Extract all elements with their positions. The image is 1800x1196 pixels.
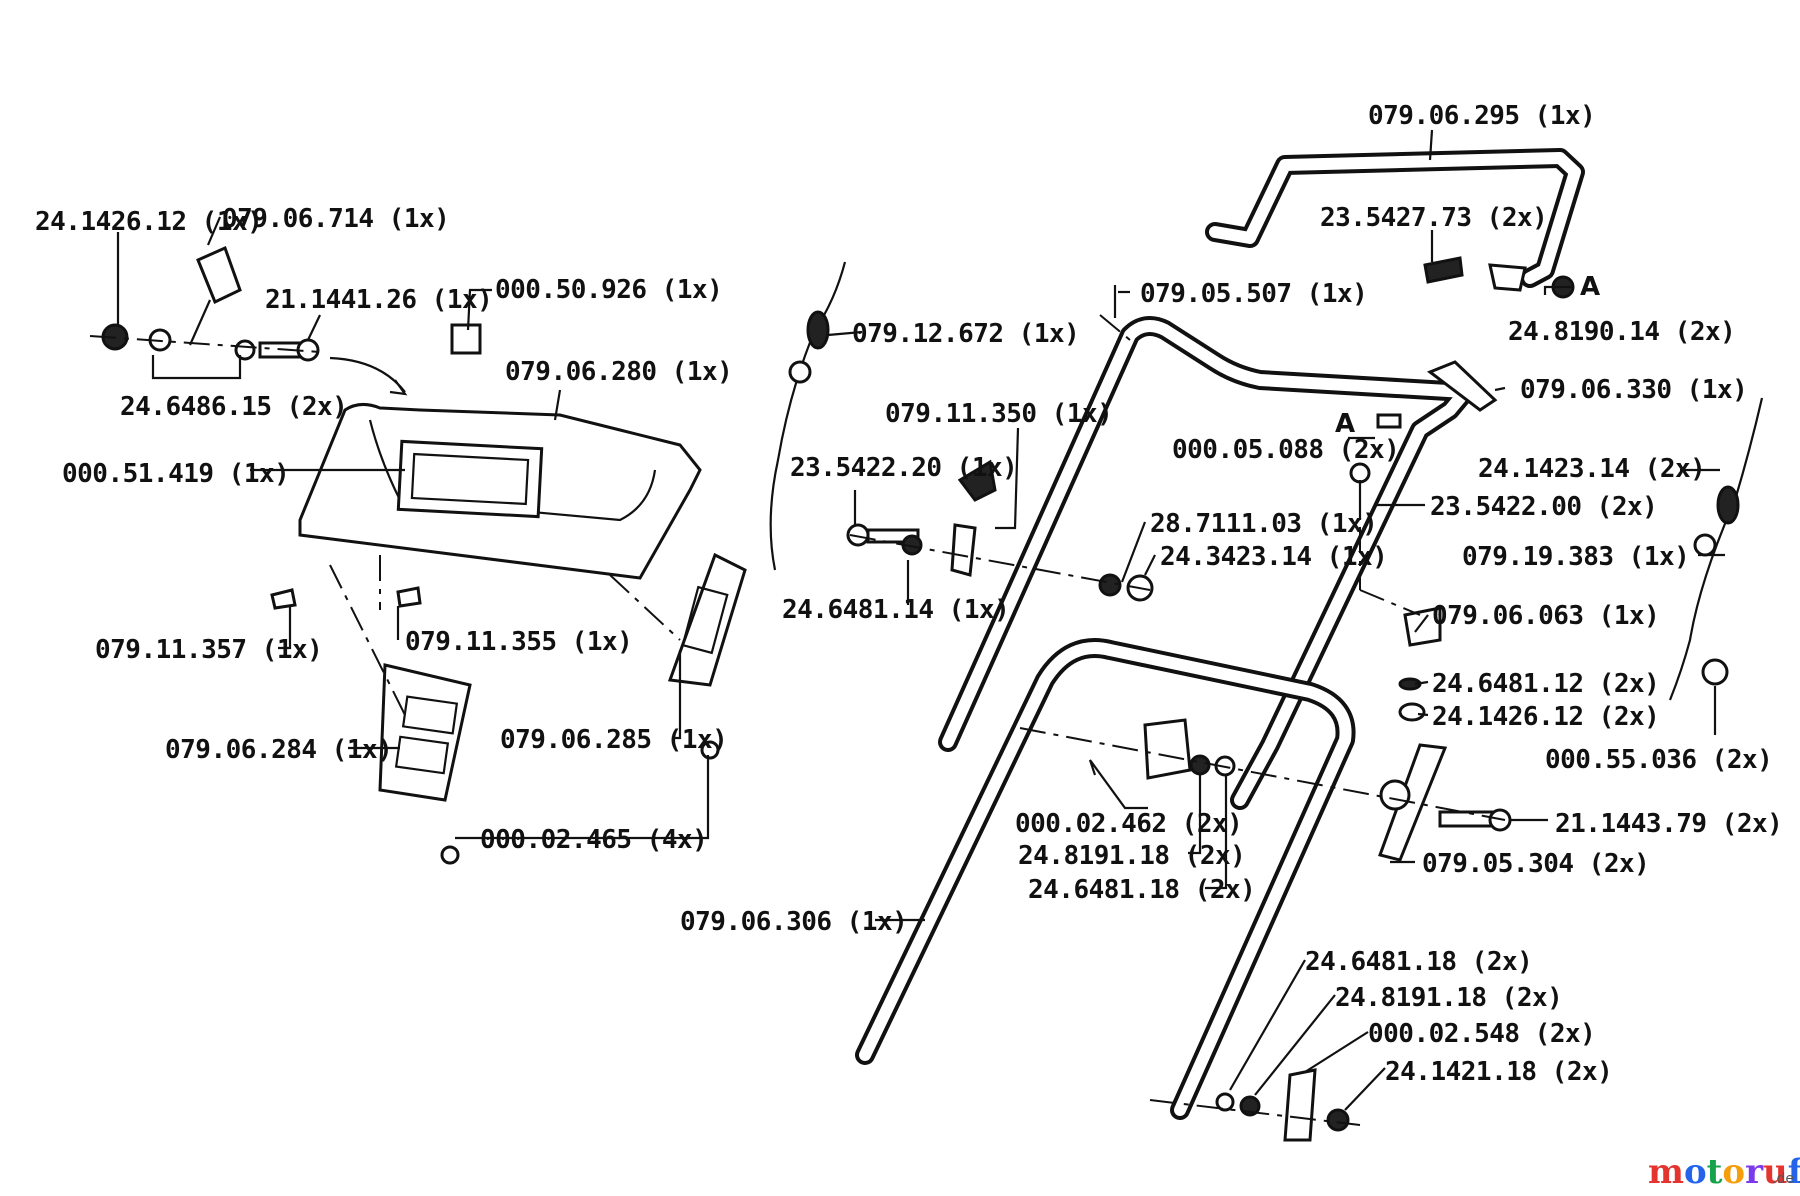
part-label: 079.06.285 (1x) xyxy=(500,725,727,755)
part-label: 24.6481.12 (2x) xyxy=(1432,669,1659,699)
part-label: 24.6486.15 (2x) xyxy=(120,392,347,422)
upper-handle-frame xyxy=(938,316,1498,810)
part-label: 000.50.926 (1x) xyxy=(495,275,722,305)
cables xyxy=(769,261,1764,701)
part-label: 079.06.306 (1x) xyxy=(680,907,907,937)
part-label: 079.12.672 (1x) xyxy=(852,319,1079,349)
top-handle-bar xyxy=(1205,148,1585,288)
leader-lines xyxy=(116,129,1725,1111)
part-label: 079.06.714 (1x) xyxy=(222,204,449,234)
part-label: 079.11.355 (1x) xyxy=(405,627,632,657)
part-label: 079.11.357 (1x) xyxy=(95,635,322,665)
part-label: 079.06.284 (1x) xyxy=(165,735,392,765)
part-label: 21.1441.26 (1x) xyxy=(265,285,492,315)
part-label: 079.06.330 (1x) xyxy=(1520,375,1747,405)
marker-a-top: A xyxy=(1580,272,1600,302)
part-label: 28.7111.03 (1x) xyxy=(1150,509,1377,539)
part-label: 24.6481.18 (2x) xyxy=(1028,875,1255,905)
part-label: 079.11.350 (1x) xyxy=(885,399,1112,429)
control-housing xyxy=(298,323,702,580)
part-label: 24.1426.12 (2x) xyxy=(1432,702,1659,732)
part-label: 000.51.419 (1x) xyxy=(62,459,289,489)
part-label: 23.5427.73 (2x) xyxy=(1320,203,1547,233)
part-label: 079.06.295 (1x) xyxy=(1368,101,1595,131)
part-label: 24.3423.14 (1x) xyxy=(1160,542,1387,572)
watermark-brand: motoruf xyxy=(1648,1152,1800,1192)
part-label: 079.05.507 (1x) xyxy=(1140,279,1367,309)
part-labels: 079.06.295 (1x) 24.1426.12 (1x) 079.06.7… xyxy=(35,101,1783,1087)
fasteners xyxy=(846,256,1729,1142)
part-label: 24.8190.14 (2x) xyxy=(1508,317,1735,347)
part-label: 000.02.465 (4x) xyxy=(480,825,707,855)
part-label: 24.6481.18 (2x) xyxy=(1305,947,1532,977)
part-label: 21.1443.79 (2x) xyxy=(1555,809,1782,839)
lower-handle-frame xyxy=(855,638,1356,1120)
part-label: 23.5422.00 (2x) xyxy=(1430,492,1657,522)
part-label: 24.1421.18 (2x) xyxy=(1385,1057,1612,1087)
part-label: 000.02.548 (2x) xyxy=(1368,1019,1595,1049)
part-label: 000.55.036 (2x) xyxy=(1545,745,1772,775)
watermark-suffix: .de xyxy=(1772,1171,1794,1187)
part-label: 079.06.063 (1x) xyxy=(1432,601,1659,631)
part-label: 24.1426.12 (1x) xyxy=(35,207,262,237)
housing-clips xyxy=(270,552,747,865)
assembly-axes xyxy=(89,314,1506,1126)
part-label: 23.5422.20 (1x) xyxy=(790,453,1017,483)
watermark: motoruf .de xyxy=(1648,1152,1800,1192)
part-label: 079.19.383 (1x) xyxy=(1462,542,1689,572)
part-label: 24.8191.18 (2x) xyxy=(1018,841,1245,871)
part-label: 000.05.088 (2x) xyxy=(1172,435,1399,465)
part-label: 24.6481.14 (1x) xyxy=(782,595,1009,625)
part-label: 000.02.462 (2x) xyxy=(1015,809,1242,839)
part-label: 24.1423.14 (2x) xyxy=(1478,454,1705,484)
part-label: 079.05.304 (2x) xyxy=(1422,849,1649,879)
part-label: 24.8191.18 (2x) xyxy=(1335,983,1562,1013)
marker-a-mid: A xyxy=(1335,409,1355,439)
part-label: 079.06.280 (1x) xyxy=(505,357,732,387)
